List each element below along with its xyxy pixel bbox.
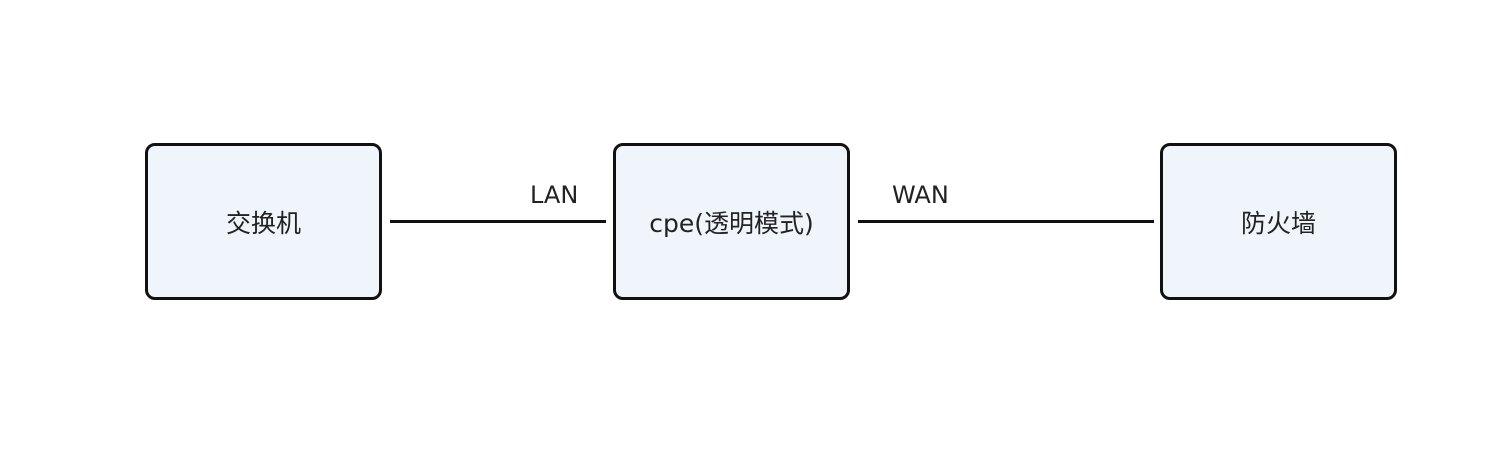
firewall-node[interactable]: 防火墙 (1160, 143, 1397, 300)
cpe-node[interactable]: cpe(透明模式) (613, 143, 850, 300)
switch-node[interactable]: 交换机 (145, 143, 382, 300)
firewall-node-label: 防火墙 (1240, 208, 1316, 238)
switch-node-label: 交换机 (225, 208, 301, 238)
wan-connection-label: WAN (892, 181, 949, 209)
lan-connection-line (390, 220, 606, 223)
wan-connection-line (858, 220, 1154, 223)
cpe-node-label: cpe(透明模式) (649, 208, 814, 238)
lan-connection-label: LAN (530, 181, 579, 209)
